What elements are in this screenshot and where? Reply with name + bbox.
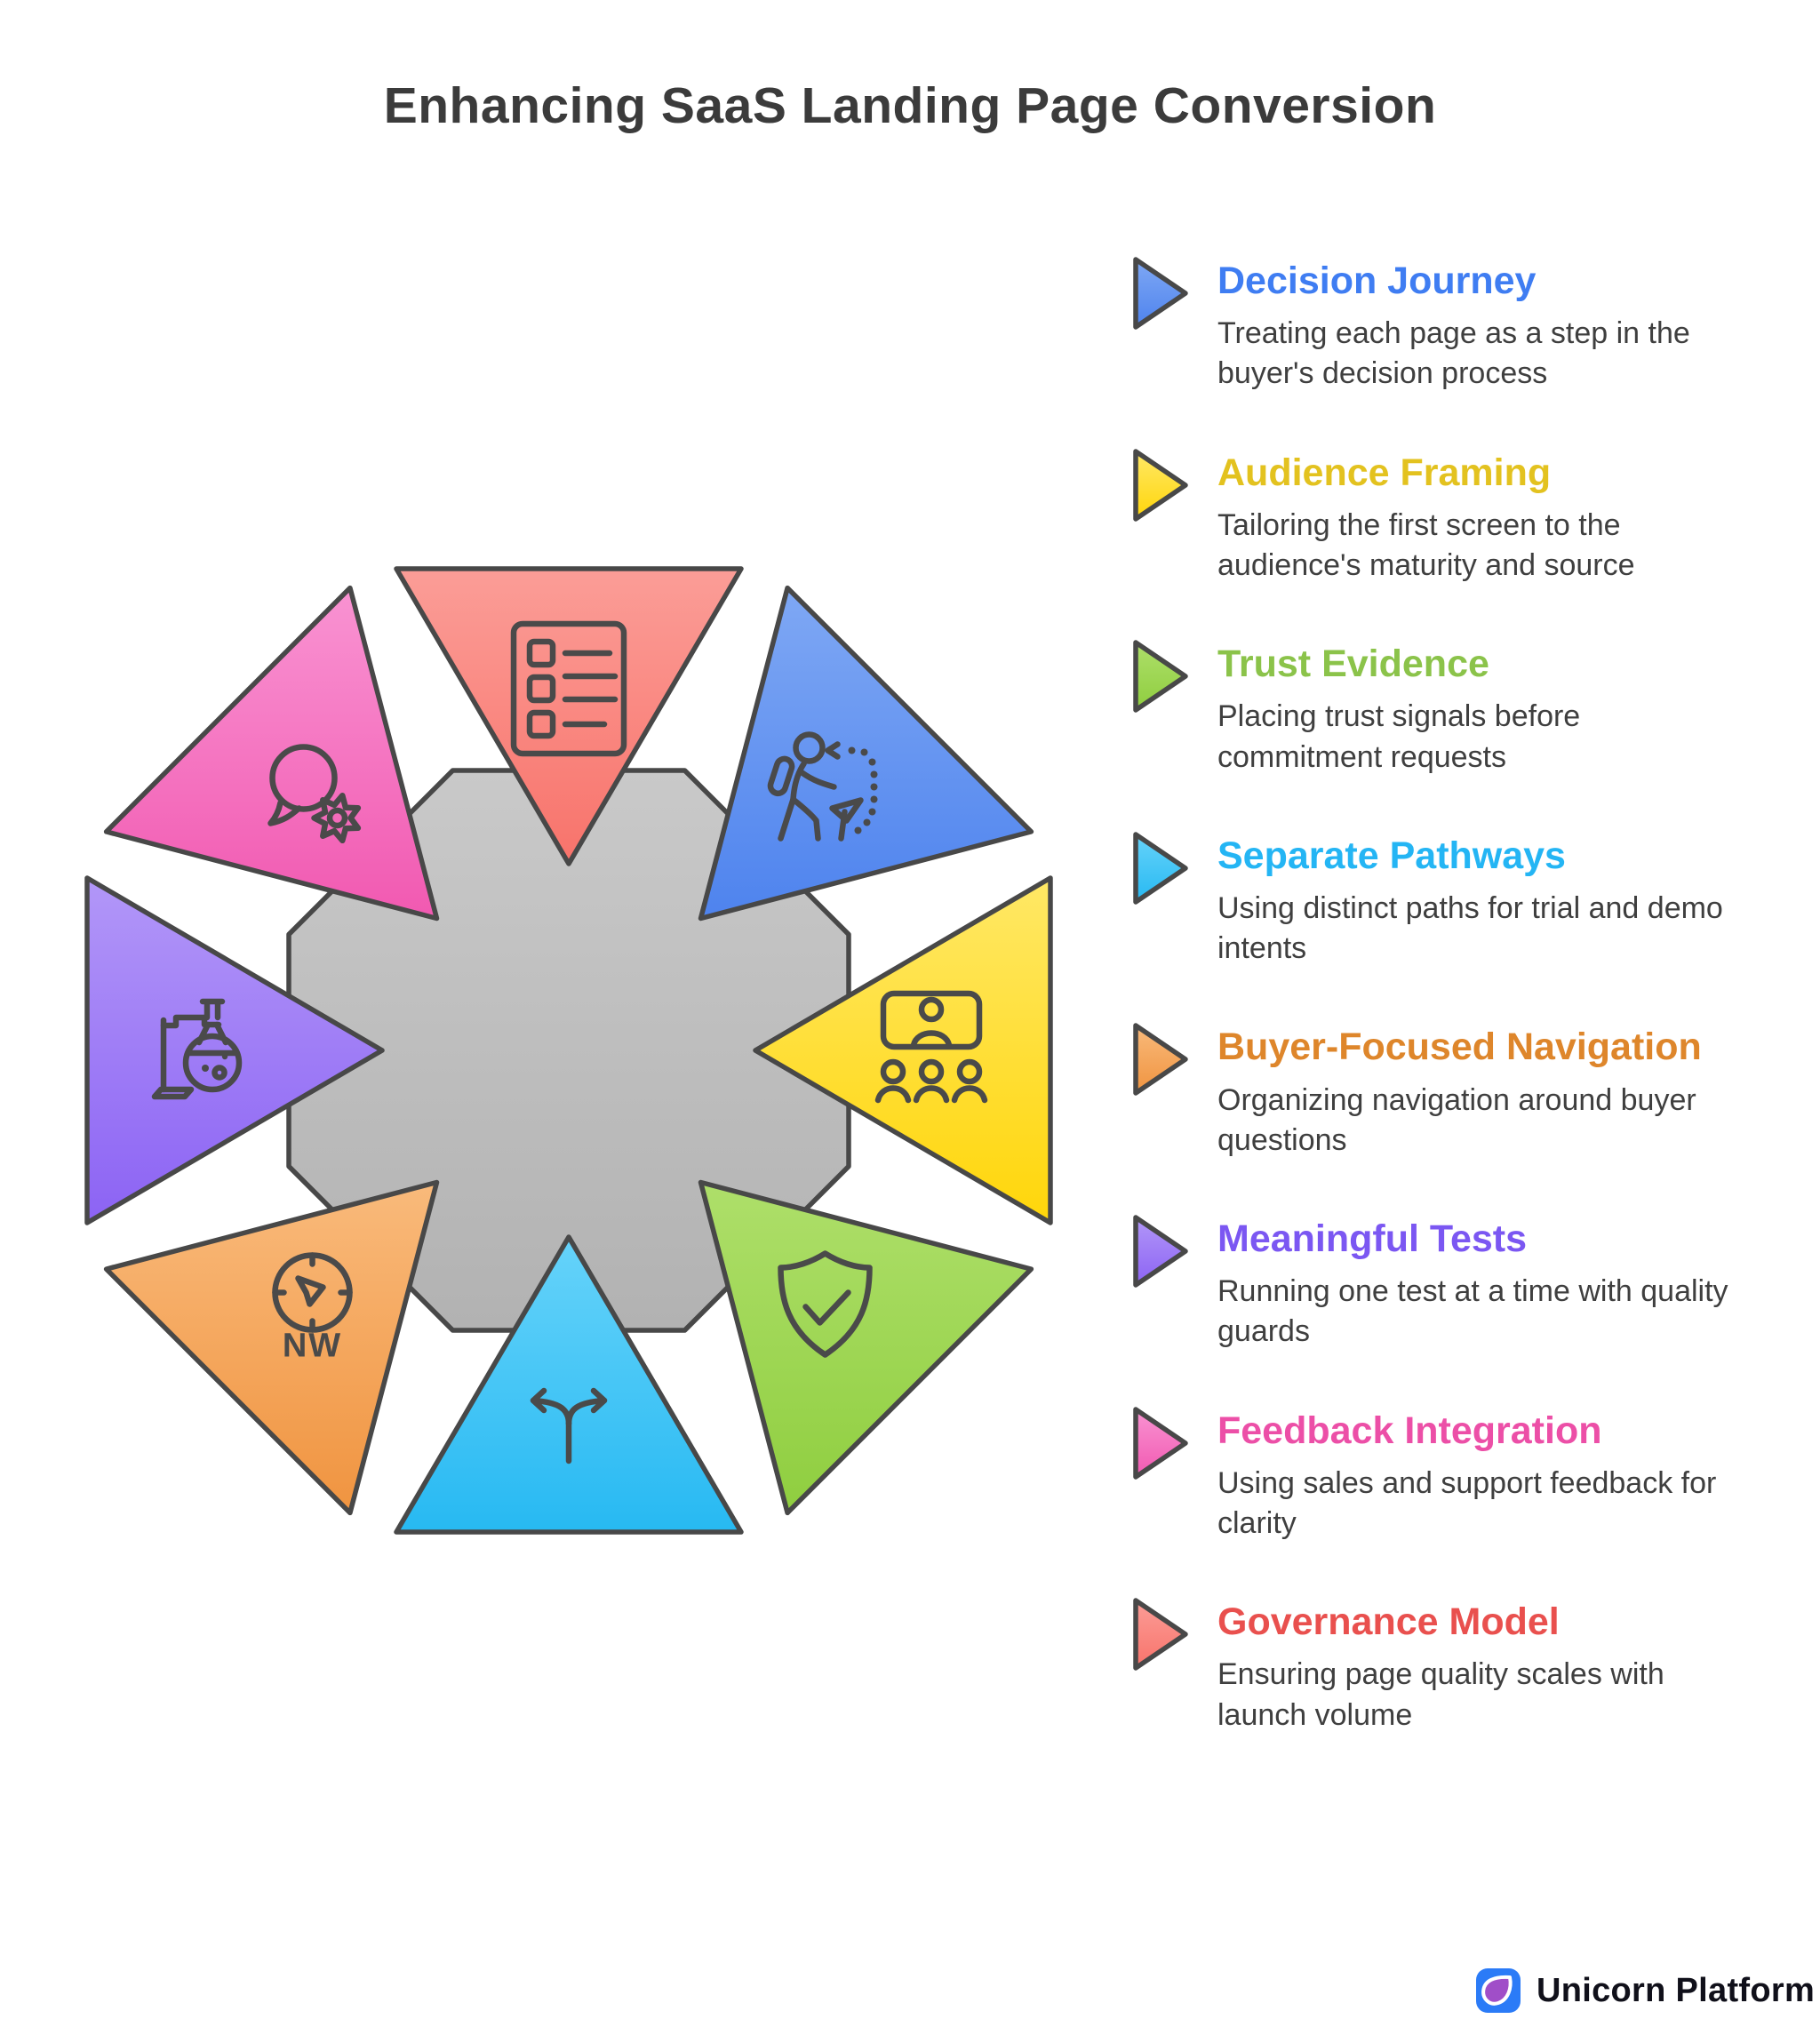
legend-item-audience-framing: Audience Framing Tailoring the first scr… — [1132, 448, 1763, 587]
split-arrows-icon — [530, 1387, 608, 1464]
segment-shield-check-triangle — [698, 1179, 1034, 1516]
legend-description: Using sales and support feedback for cla… — [1217, 1465, 1717, 1540]
audience-icon — [874, 990, 988, 1104]
legend-item-buyer-focused-navigation: Buyer-Focused Navigation Organizing navi… — [1132, 1023, 1763, 1161]
legend-title: Trust Evidence — [1217, 642, 1489, 686]
legend-title: Decision Journey — [1217, 259, 1537, 302]
segment-chat-gear-triangle — [103, 585, 440, 922]
legend-title: Audience Framing — [1217, 451, 1552, 494]
legend-item-governance-model: Governance Model Ensuring page quality s… — [1132, 1598, 1763, 1736]
segment-checklist-triangle — [394, 566, 744, 866]
legend-description: Organizing navigation around buyer quest… — [1217, 1082, 1696, 1157]
arrow-right-icon — [1133, 640, 1188, 713]
legend-description: Tailoring the first screen to the audien… — [1217, 507, 1635, 582]
legend-item-feedback-integration: Feedback Integration Using sales and sup… — [1132, 1406, 1763, 1544]
arrow-right-icon — [1133, 1023, 1188, 1097]
svg-text:NW: NW — [283, 1328, 342, 1365]
legend-title: Feedback Integration — [1217, 1409, 1602, 1452]
legend-description: Placing trust signals before commitment … — [1217, 699, 1581, 774]
legend-description: Using distinct paths for trial and demo … — [1217, 890, 1723, 966]
arrow-right-icon — [1133, 448, 1188, 522]
compass-icon: NW — [272, 1252, 353, 1365]
chat-gear-icon — [267, 744, 362, 844]
legend-description: Ensuring page quality scales with launch… — [1217, 1657, 1664, 1732]
legend-description: Running one test at a time with quality … — [1217, 1274, 1728, 1349]
segment-split-arrows-triangle — [394, 1234, 744, 1535]
legend-title: Buyer-Focused Navigation — [1217, 1025, 1702, 1069]
brand-footer: Unicorn Platform — [1475, 1967, 1815, 2014]
checklist-icon — [510, 620, 627, 757]
legend-item-separate-pathways: Separate Pathways Using distinct paths f… — [1132, 832, 1763, 970]
legend-title: Governance Model — [1217, 1600, 1560, 1644]
legend-description: Treating each page as a step in the buye… — [1217, 316, 1690, 391]
octagon-diagram: NW — [84, 566, 1053, 1535]
shield-check-icon — [778, 1250, 873, 1358]
segment-audience-triangle — [753, 875, 1053, 1225]
legend-item-meaningful-tests: Meaningful Tests Running one test at a t… — [1132, 1215, 1763, 1353]
legend: Decision Journey Treating each page as a… — [1132, 257, 1763, 1792]
legend-title: Meaningful Tests — [1217, 1217, 1528, 1260]
legend-title: Separate Pathways — [1217, 834, 1566, 877]
arrow-right-icon — [1133, 832, 1188, 905]
hiker-icon — [767, 731, 878, 842]
unicorn-platform-logo-icon — [1476, 1968, 1521, 2013]
arrow-right-icon — [1133, 257, 1188, 330]
legend-item-trust-evidence: Trust Evidence Placing trust signals bef… — [1132, 640, 1763, 778]
arrow-right-icon — [1133, 1406, 1188, 1480]
segment-compass-triangle — [103, 1179, 440, 1516]
arrow-right-icon — [1133, 1598, 1188, 1671]
arrow-right-icon — [1133, 1215, 1188, 1288]
page-title: Enhancing SaaS Landing Page Conversion — [383, 77, 1437, 134]
brand-name: Unicorn Platform — [1537, 1971, 1816, 2009]
flask-icon — [151, 998, 243, 1100]
legend-item-decision-journey: Decision Journey Treating each page as a… — [1132, 257, 1763, 395]
